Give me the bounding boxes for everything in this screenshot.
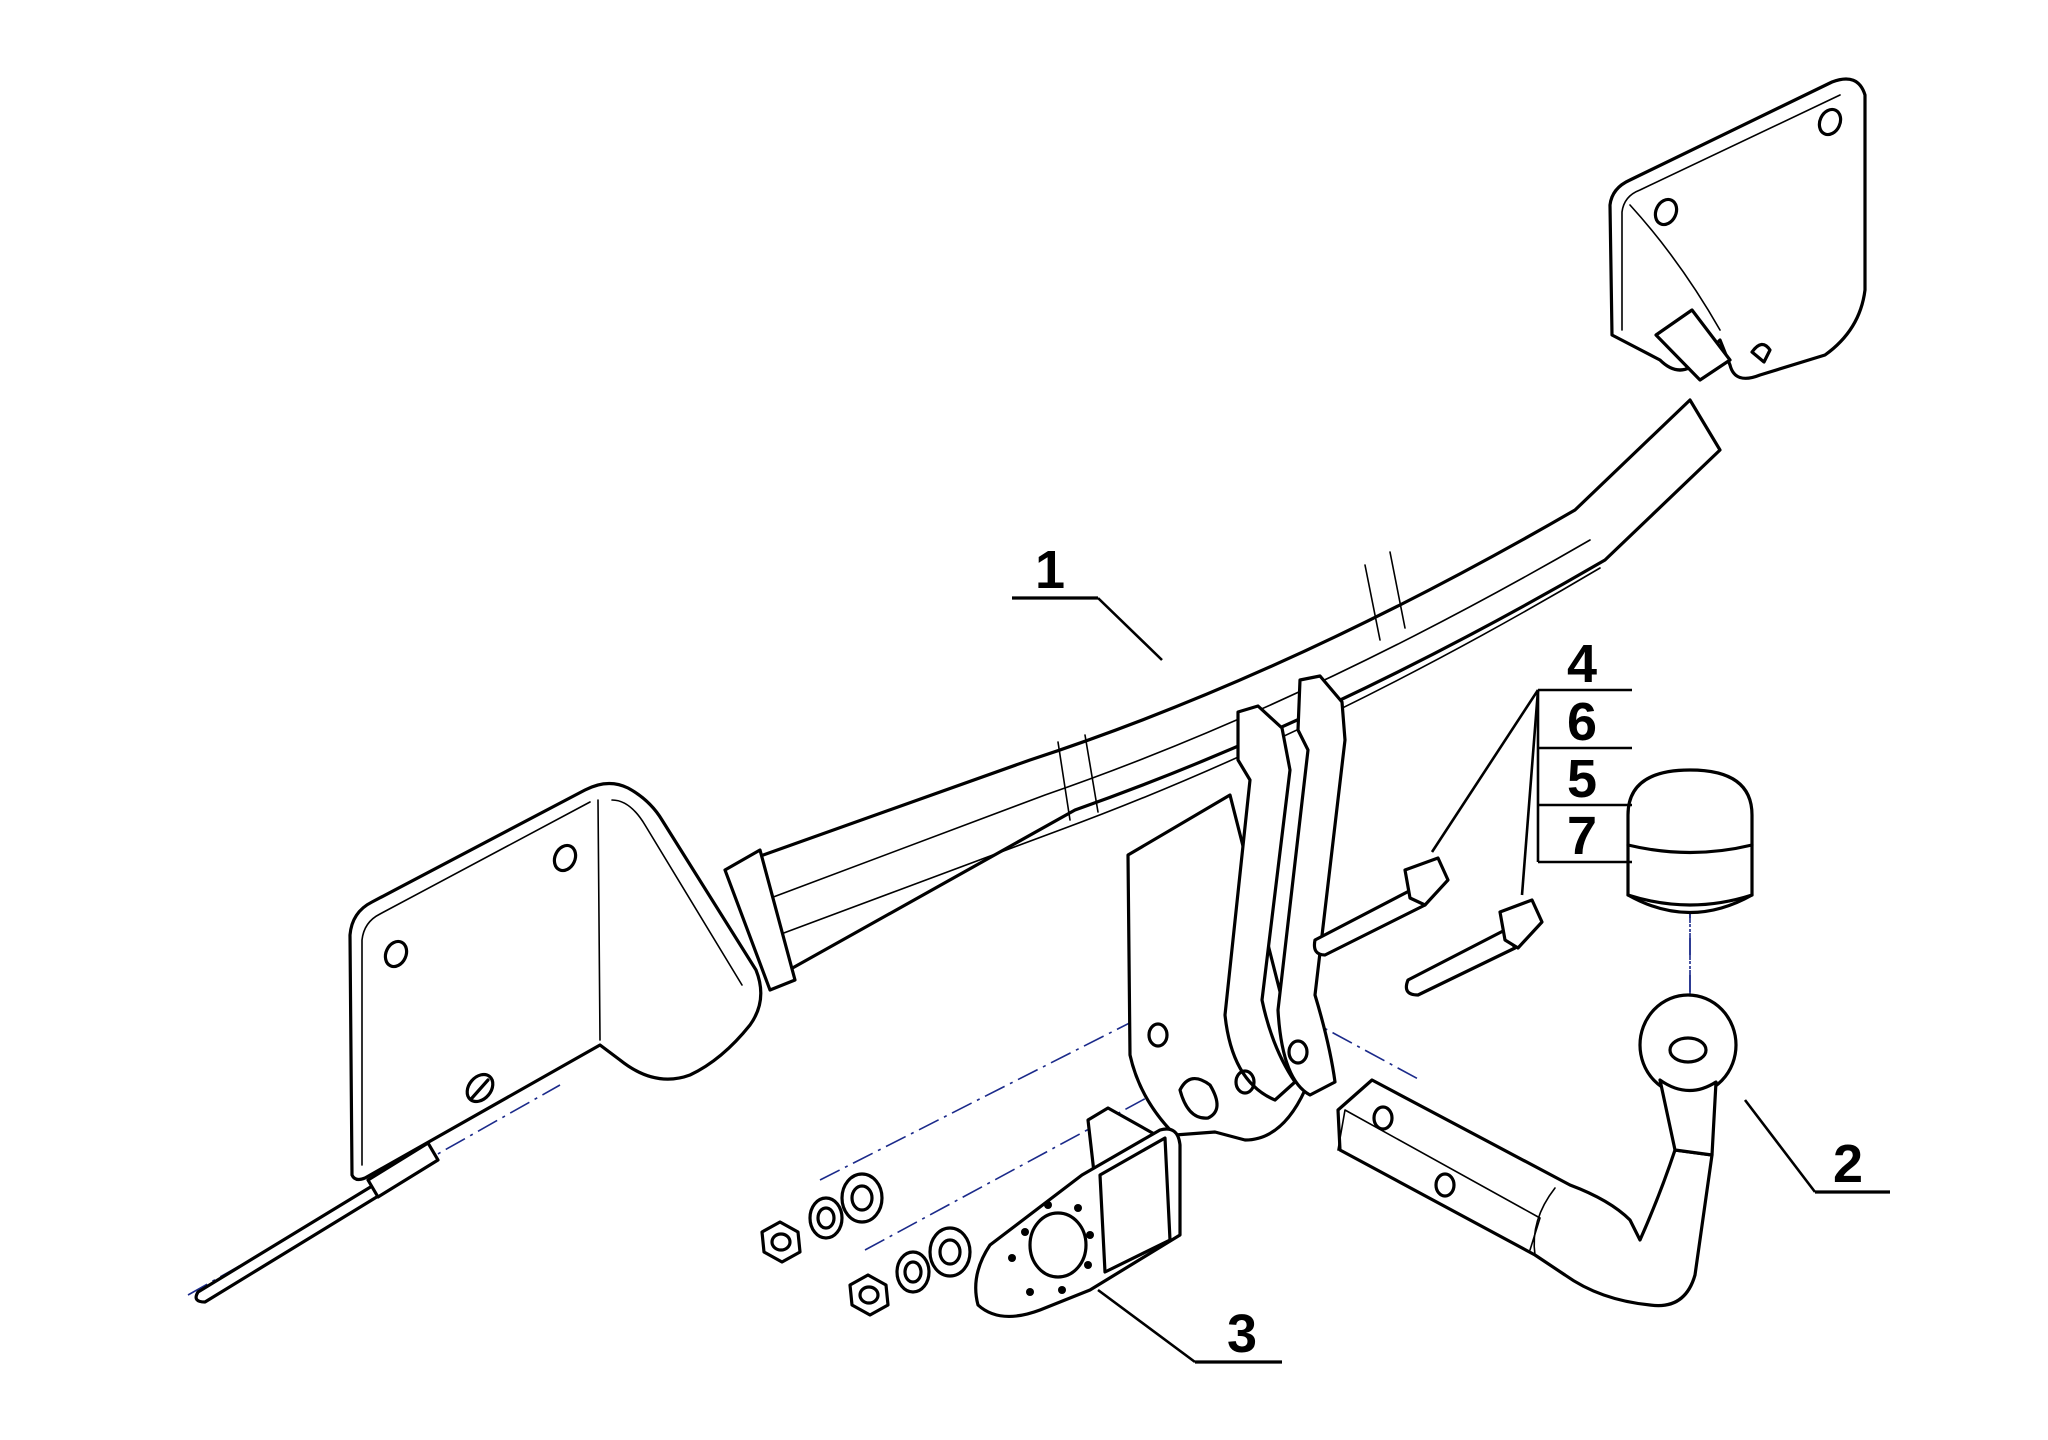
- callout-4: 4: [1567, 634, 1597, 694]
- right-fork-bracket: [1276, 674, 1347, 1097]
- callout-5: 5: [1567, 749, 1597, 809]
- coupling-ball: [1638, 993, 1738, 1097]
- ball-neck-assembly: [1336, 768, 1754, 1308]
- bolt-upper: [1312, 886, 1427, 957]
- left-fork-bracket: [1223, 704, 1297, 1102]
- callout-6: 6: [1567, 692, 1597, 752]
- socket-plate: [974, 1106, 1182, 1319]
- washer-3: [928, 1226, 972, 1278]
- tow-bar-frame: [194, 77, 1867, 1304]
- ball-cap: [1626, 768, 1754, 915]
- callout-1: 1: [1035, 540, 1065, 600]
- washer-1: [840, 1172, 884, 1224]
- nut-2: [848, 1273, 890, 1317]
- washer-4: [895, 1250, 931, 1294]
- callout-3: 3: [1227, 1304, 1257, 1364]
- fasteners: [760, 856, 1544, 1317]
- callout-leaders: [1012, 596, 1890, 1364]
- nut-1: [760, 1220, 802, 1264]
- bolt-lower: [1404, 928, 1517, 997]
- left-side-bracket: [348, 781, 763, 1182]
- callout-2: 2: [1833, 1134, 1863, 1194]
- callout-7: 7: [1567, 806, 1597, 866]
- cross-beam: [733, 398, 1722, 977]
- callout-labels: 1 2 3 4 6 5 7: [1035, 540, 1863, 1364]
- washer-2: [808, 1196, 844, 1240]
- right-side-bracket: [1608, 77, 1867, 380]
- ball-neck-tube: [1336, 1078, 1714, 1308]
